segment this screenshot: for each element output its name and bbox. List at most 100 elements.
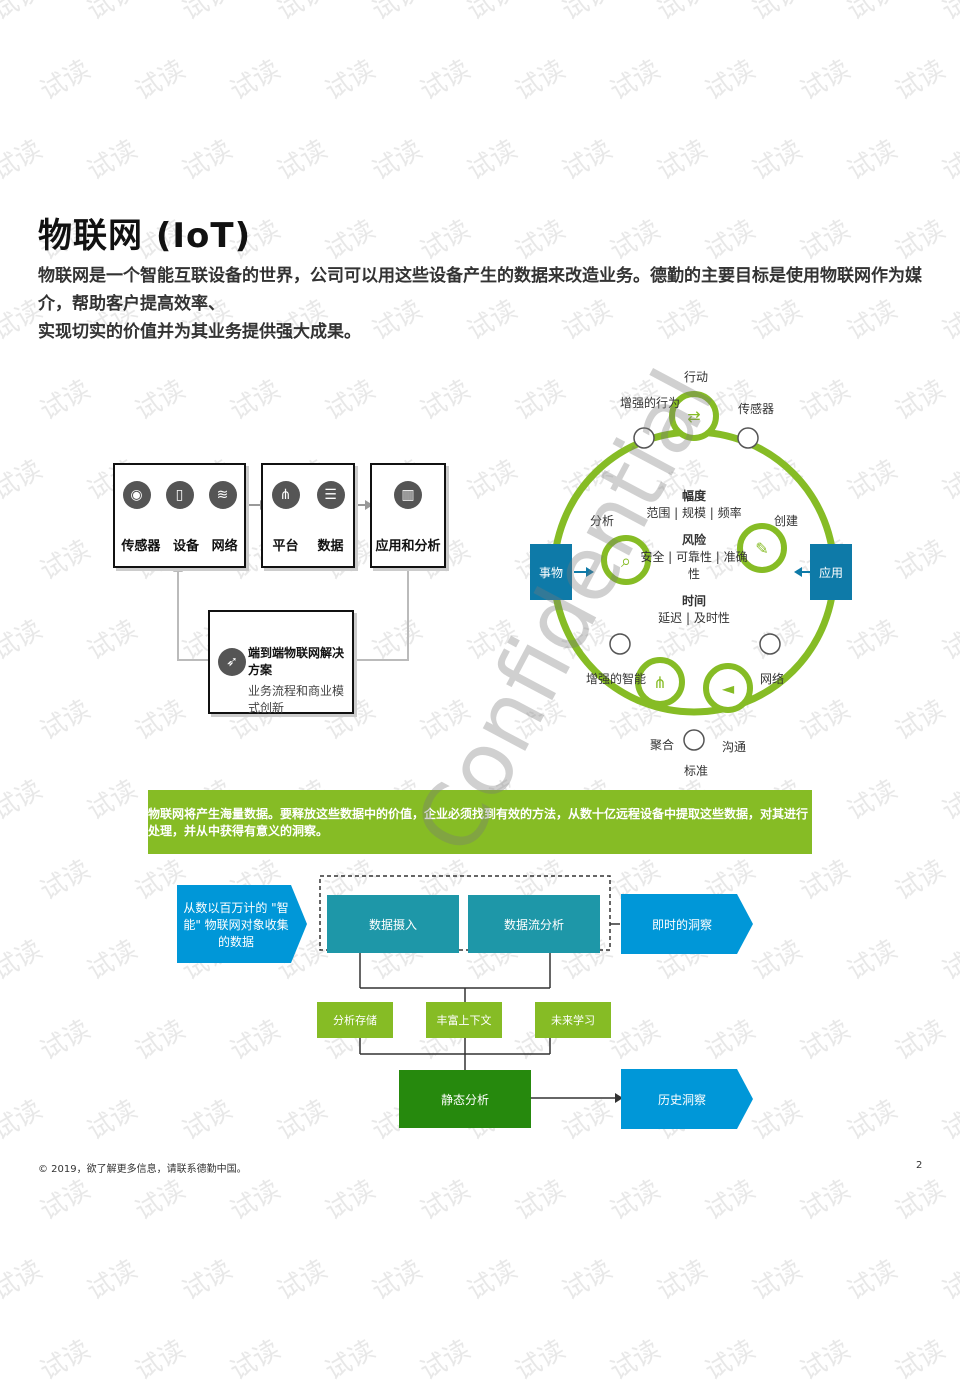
watermark-tile: 试读 [510,1334,571,1387]
watermark-tile: 试读 [795,54,856,107]
watermark-tile: 试读 [747,0,808,27]
watermark-tile: 试读 [937,774,960,827]
watermark-tile: 试读 [177,134,238,187]
cycle-center: 幅度 范围 | 规模 | 频率 风险 安全 | 可靠性 | 准确性 时间 延迟 … [640,488,748,627]
watermark-tile: 试读 [0,1254,48,1307]
watermark-tile: 试读 [700,214,761,267]
watermark-tile: 试读 [225,54,286,107]
node-enhanced-intel: 增强的智能 [586,672,647,686]
watermark-tile: 试读 [605,1174,666,1227]
watermark-tile: 试读 [937,614,960,667]
center-h1: 幅度 [681,489,706,503]
watermark-tile: 试读 [225,374,286,427]
label-analytics: 应用和分析 [375,539,441,554]
watermark-tile: 试读 [0,1094,48,1147]
watermark-tile: 试读 [937,1094,960,1147]
svg-text:⌕: ⌕ [621,551,631,572]
platform-box: ⋔ ☰ 平台 数据 [261,463,355,568]
watermark-tile: 试读 [890,214,951,267]
cycle-diagram: ⇄ ✎ ⌕ ⋔ ◄ [550,391,838,751]
watermark-tile: 试读 [842,934,903,987]
node-sensor: 传感器 [738,402,775,416]
e2e-solution-box: ➶ 端到端物联网解决方案 业务流程和商业模式创新 [208,610,354,715]
watermark-tile: 试读 [367,134,428,187]
intro-line-2: 实现切实的价值并为其业务提供强大成果。 [38,322,361,342]
watermark-tile: 试读 [462,1254,523,1307]
e2e-title: 端到端物联网解决方案 [248,646,345,677]
ingest-box: 数据摄入 [327,895,459,953]
footer-note: © 2019，欲了解更多信息，请联系德勤中国。 [38,1164,247,1175]
analytics-box: ▥ 应用和分析 [370,463,446,568]
watermark-tile: 试读 [842,0,903,27]
static-analysis-box: 静态分析 [399,1070,531,1128]
node-aggregate: 聚合 [650,738,675,752]
watermark-tile: 试读 [652,1254,713,1307]
watermark-tile: 试读 [605,1334,666,1387]
watermark-tile: 试读 [510,54,571,107]
intro-paragraph: 物联网是一个智能互联设备的世界，公司可以用这些设备产生的数据来改造业务。德勤的主… [38,262,928,346]
watermark-tile: 试读 [937,934,960,987]
watermark-tile: 试读 [747,1254,808,1307]
watermark-tile: 试读 [557,1254,618,1307]
svg-text:⋔: ⋔ [653,673,666,692]
watermark-tile: 试读 [937,454,960,507]
watermark-tile: 试读 [462,134,523,187]
watermark-tile: 试读 [130,1334,191,1387]
watermark-tile: 试读 [890,854,951,907]
wifi-icon: ≋ [208,481,237,509]
watermark-tile: 试读 [225,1174,286,1227]
watermark-tile: 试读 [795,214,856,267]
data-banner: 物联网将产生海量数据。要释放这些数据中的价值，企业必须找到有效的方法，从数十亿远… [148,790,812,854]
watermark-tile: 试读 [272,0,333,27]
watermark-tile: 试读 [890,1174,951,1227]
watermark-tile: 试读 [795,1014,856,1067]
watermark-tile: 试读 [82,774,143,827]
label-network: 网络 [211,539,238,554]
history-label: 历史洞察 [657,1092,706,1107]
hierarchy-icon: ⋔ [271,481,300,509]
watermark-tile: 试读 [35,694,96,747]
watermark-tile: 试读 [890,374,951,427]
watermark-tile: 试读 [557,134,618,187]
watermark-tile: 试读 [0,774,48,827]
watermark-tile: 试读 [320,1174,381,1227]
storage-box: 分析存储 [317,1002,393,1038]
watermark-tile: 试读 [510,214,571,267]
watermark-tile: 试读 [130,54,191,107]
node-communicate: 沟通 [722,740,747,754]
watermark-tile: 试读 [842,1094,903,1147]
watermark-tile: 试读 [415,54,476,107]
watermark-tile: 试读 [225,1334,286,1387]
center-s3: 延迟 | 及时性 [658,611,730,625]
watermark-tile: 试读 [795,1334,856,1387]
dataflow-connectors [319,875,623,1103]
watermark-tile: 试读 [937,294,960,347]
node-standard: 标准 [684,764,709,778]
watermark-tile: 试读 [35,374,96,427]
watermark-tile: 试读 [177,0,238,27]
center-h2: 风险 [681,533,706,547]
watermark-tile: 试读 [937,134,960,187]
watermark-tile: 试读 [82,1094,143,1147]
watermark-tile: 试读 [795,1174,856,1227]
watermark-tile: 试读 [320,1334,381,1387]
watermark-tile: 试读 [320,374,381,427]
watermark-tile: 试读 [272,134,333,187]
watermark-tile: 试读 [700,1174,761,1227]
watermark-tile: 试读 [890,1014,951,1067]
watermark-tile: 试读 [842,134,903,187]
database-icon: ☰ [316,481,345,509]
watermark-tile: 试读 [367,1254,428,1307]
watermark-tile: 试读 [605,54,666,107]
svg-text:⇄: ⇄ [687,407,700,426]
history-arrow-shape [621,1069,753,1129]
center-s2: 安全 | 可靠性 | 准确性 [640,550,748,581]
svg-text:✎: ✎ [755,539,768,558]
source-data-label: 从数以百万计的 "智能" 物联网对象收集的数据 [183,900,289,949]
watermark-tile: 试读 [0,0,48,27]
watermark-tile: 试读 [652,134,713,187]
watermark-tile: 试读 [842,1254,903,1307]
stream-box: 数据流分析 [468,895,600,953]
watermark-tile: 试读 [0,614,48,667]
label-device: 设备 [172,539,199,554]
